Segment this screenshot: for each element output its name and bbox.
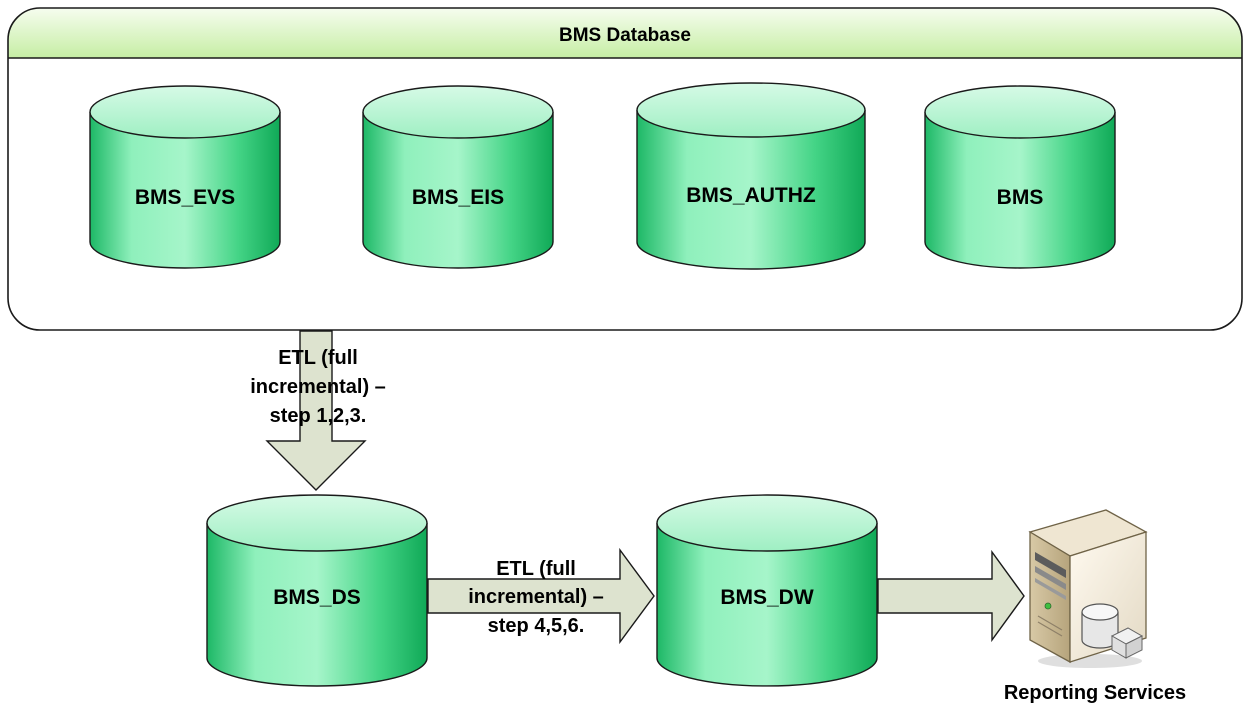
database-label: BMS xyxy=(997,186,1044,209)
database-label: BMS_DW xyxy=(720,586,814,609)
etl-right-arrow xyxy=(427,547,655,645)
svg-text:ETL (full: ETL (full xyxy=(278,347,358,369)
container-title: BMS Database xyxy=(559,25,691,46)
bms-database-container: BMS Database xyxy=(7,7,1243,331)
database-bms-dw[interactable]: BMS_DW xyxy=(656,494,878,687)
etl-right-label: ETL (full incremental) – step 4,5,6. xyxy=(468,558,604,637)
server-database-icon[interactable] xyxy=(1028,509,1148,668)
reporting-services-label: Reporting Services xyxy=(1004,682,1186,704)
database-bms[interactable]: BMS xyxy=(924,85,1116,269)
database-bms-authz[interactable]: BMS_AUTHZ xyxy=(636,82,866,270)
svg-text:ETL (full: ETL (full xyxy=(496,558,576,580)
reporting-arrow xyxy=(877,549,1025,643)
database-label: BMS_AUTHZ xyxy=(686,184,816,207)
svg-text:step 1,2,3.: step 1,2,3. xyxy=(270,405,367,427)
database-label: BMS_EVS xyxy=(135,186,235,209)
container-frame xyxy=(7,7,1243,331)
database-bms-eis[interactable]: BMS_EIS xyxy=(362,85,554,269)
database-label: BMS_EIS xyxy=(412,186,504,209)
etl-down-arrow xyxy=(265,330,367,491)
etl-down-label: ETL (full incremental) – step 1,2,3. xyxy=(250,347,386,427)
container-header xyxy=(8,8,1242,58)
database-bms-evs[interactable]: BMS_EVS xyxy=(89,85,281,269)
database-bms-ds[interactable]: BMS_DS xyxy=(206,494,428,687)
svg-text:incremental) –: incremental) – xyxy=(250,376,386,398)
database-label: BMS_DS xyxy=(273,586,361,609)
svg-text:incremental) –: incremental) – xyxy=(468,586,604,608)
svg-text:step 4,5,6.: step 4,5,6. xyxy=(488,615,585,637)
